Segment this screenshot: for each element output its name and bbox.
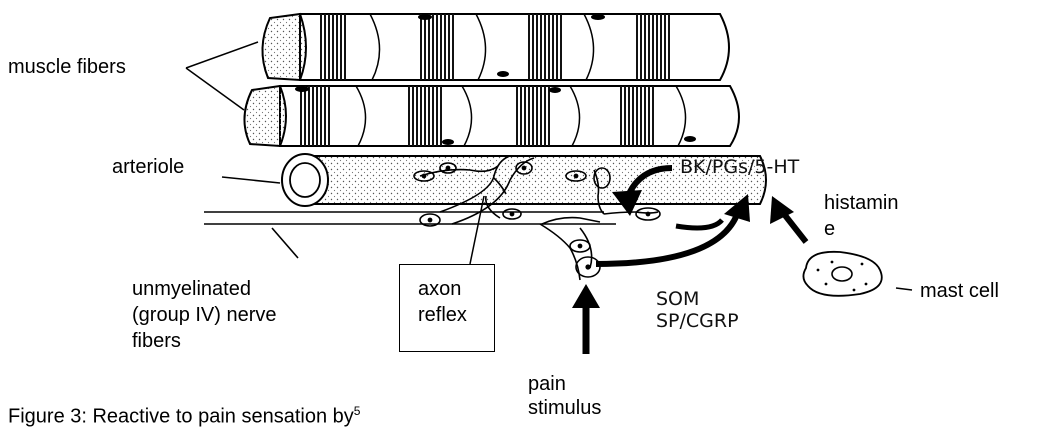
nerve-fibers-label: unmyelinated (group IV) nerve fibers bbox=[132, 276, 277, 354]
histamine-arrow bbox=[784, 214, 806, 242]
axon-label-line1: axon bbox=[418, 276, 467, 302]
caption-text: Figure 3: Reactive to pain sensation by bbox=[8, 406, 354, 428]
arteriole-label: arteriole bbox=[112, 156, 184, 178]
som-arrow bbox=[596, 212, 738, 264]
som-label-line2: SP/CGRP bbox=[656, 310, 739, 332]
pain-stimulus-label: pain stimulus bbox=[528, 372, 601, 420]
mast-cell bbox=[803, 252, 912, 296]
axon-label-line2: reflex bbox=[418, 302, 467, 328]
histamine-label-line2: e bbox=[824, 216, 898, 242]
bk-label: BK/PGs/5-HT bbox=[680, 156, 799, 178]
muscle-fiber-bottom bbox=[244, 86, 739, 146]
histamine-label-line1: histamin bbox=[824, 190, 898, 216]
mast-cell-label: mast cell bbox=[920, 280, 999, 302]
nerve-label-line3: fibers bbox=[132, 328, 277, 354]
muscle-fibers-label: muscle fibers bbox=[8, 56, 126, 78]
caption-superscript: 5 bbox=[354, 404, 361, 418]
nerve-label-line2: (group IV) nerve bbox=[132, 302, 277, 328]
axon-reflex-label: axon reflex bbox=[418, 276, 467, 328]
histamine-label: histamin e bbox=[824, 190, 898, 242]
pain-label-line2: stimulus bbox=[528, 396, 601, 420]
som-label-line1: SOM bbox=[656, 288, 739, 310]
muscle-fiber-top bbox=[262, 14, 729, 80]
som-label: SOM SP/CGRP bbox=[656, 288, 739, 332]
nerve-label-line1: unmyelinated bbox=[132, 276, 277, 302]
pain-label-line1: pain bbox=[528, 372, 601, 396]
axon-reflex-pointer bbox=[470, 196, 484, 264]
